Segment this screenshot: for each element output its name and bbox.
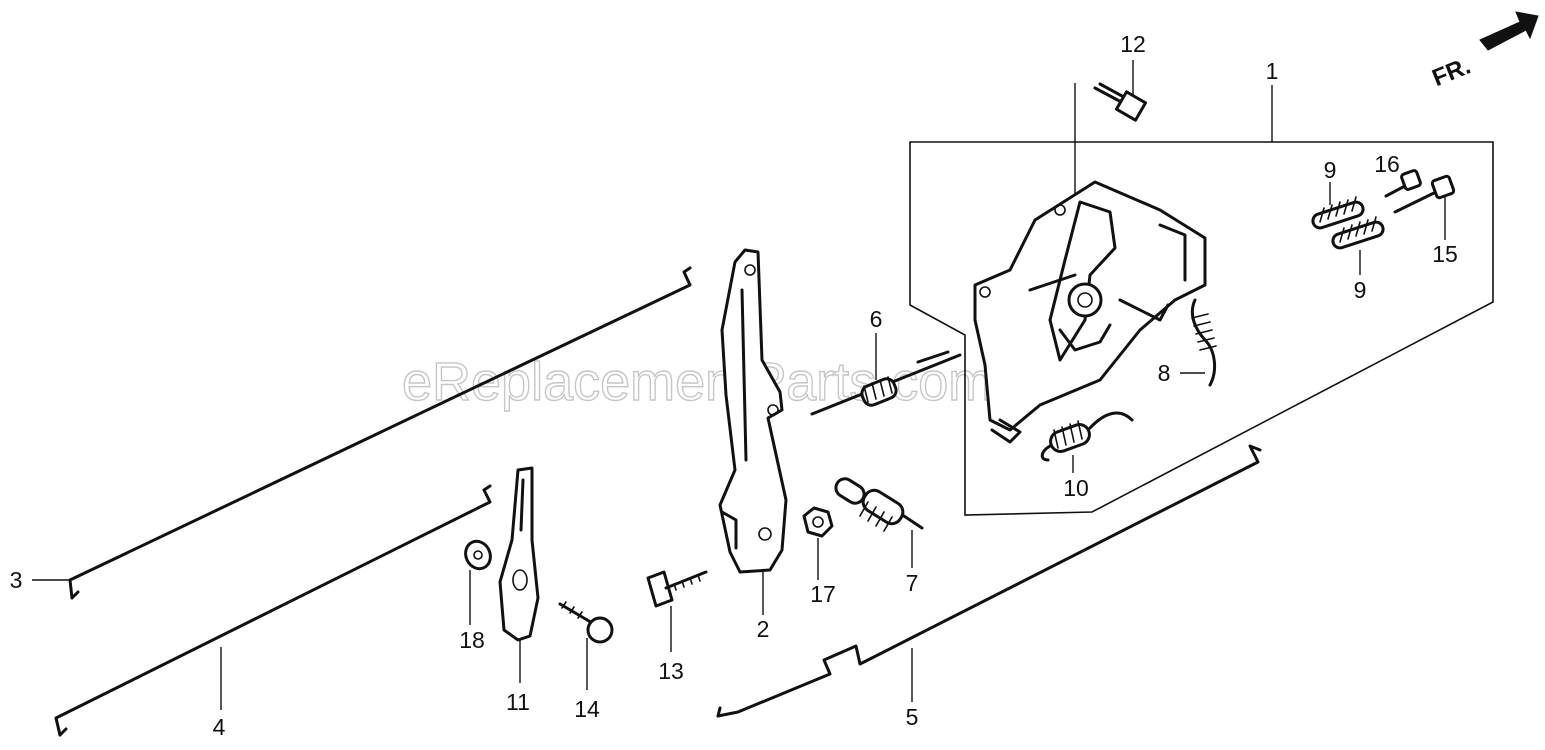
- spring-7: [834, 477, 924, 568]
- callout-13: 13: [658, 658, 684, 684]
- watermark: eReplacementParts.com: [402, 352, 993, 412]
- callout-10: 10: [1063, 475, 1089, 501]
- callout-3: 3: [10, 567, 23, 593]
- callout-18: 18: [459, 627, 485, 653]
- screw-13: [646, 570, 708, 652]
- arm-11: [498, 466, 540, 683]
- lever-2: [718, 248, 788, 615]
- rod-4: [54, 484, 492, 737]
- front-label: FR.: [1428, 53, 1474, 93]
- rod-3: [32, 266, 692, 600]
- screw-15: [1393, 174, 1456, 240]
- callout-11: 11: [506, 689, 530, 715]
- spring-9-upper: [1311, 196, 1365, 230]
- callout-16: 16: [1374, 151, 1400, 177]
- spring-9-lower: [1331, 216, 1385, 250]
- front-direction-indicator: FR.: [1428, 11, 1539, 93]
- callout-4: 4: [213, 714, 226, 740]
- spring-10: [1040, 411, 1134, 473]
- callout-5: 5: [906, 704, 919, 730]
- callout-2: 2: [757, 616, 770, 642]
- callout-15: 15: [1432, 241, 1458, 267]
- callout-7: 7: [906, 570, 919, 596]
- nut-17: [802, 506, 834, 580]
- callout-17: 17: [810, 581, 836, 607]
- spring-6: [810, 333, 962, 416]
- callout-14: 14: [574, 696, 600, 722]
- callout-9-upper: 9: [1324, 157, 1337, 183]
- spring-8: [1180, 298, 1217, 387]
- callout-1: 1: [1266, 58, 1279, 84]
- washer-18: [464, 539, 492, 625]
- callout-12: 12: [1120, 31, 1146, 57]
- front-arrow-icon: [1479, 11, 1539, 51]
- bolt-14: [558, 601, 614, 690]
- assembly-1-outline: [909, 85, 1494, 516]
- callout-6: 6: [870, 306, 883, 332]
- rod-5: [716, 444, 1262, 718]
- control-base-plate: [973, 180, 1207, 444]
- callout-9-lower: 9: [1354, 277, 1367, 303]
- screw-16: [1384, 169, 1422, 198]
- callout-8: 8: [1158, 360, 1171, 386]
